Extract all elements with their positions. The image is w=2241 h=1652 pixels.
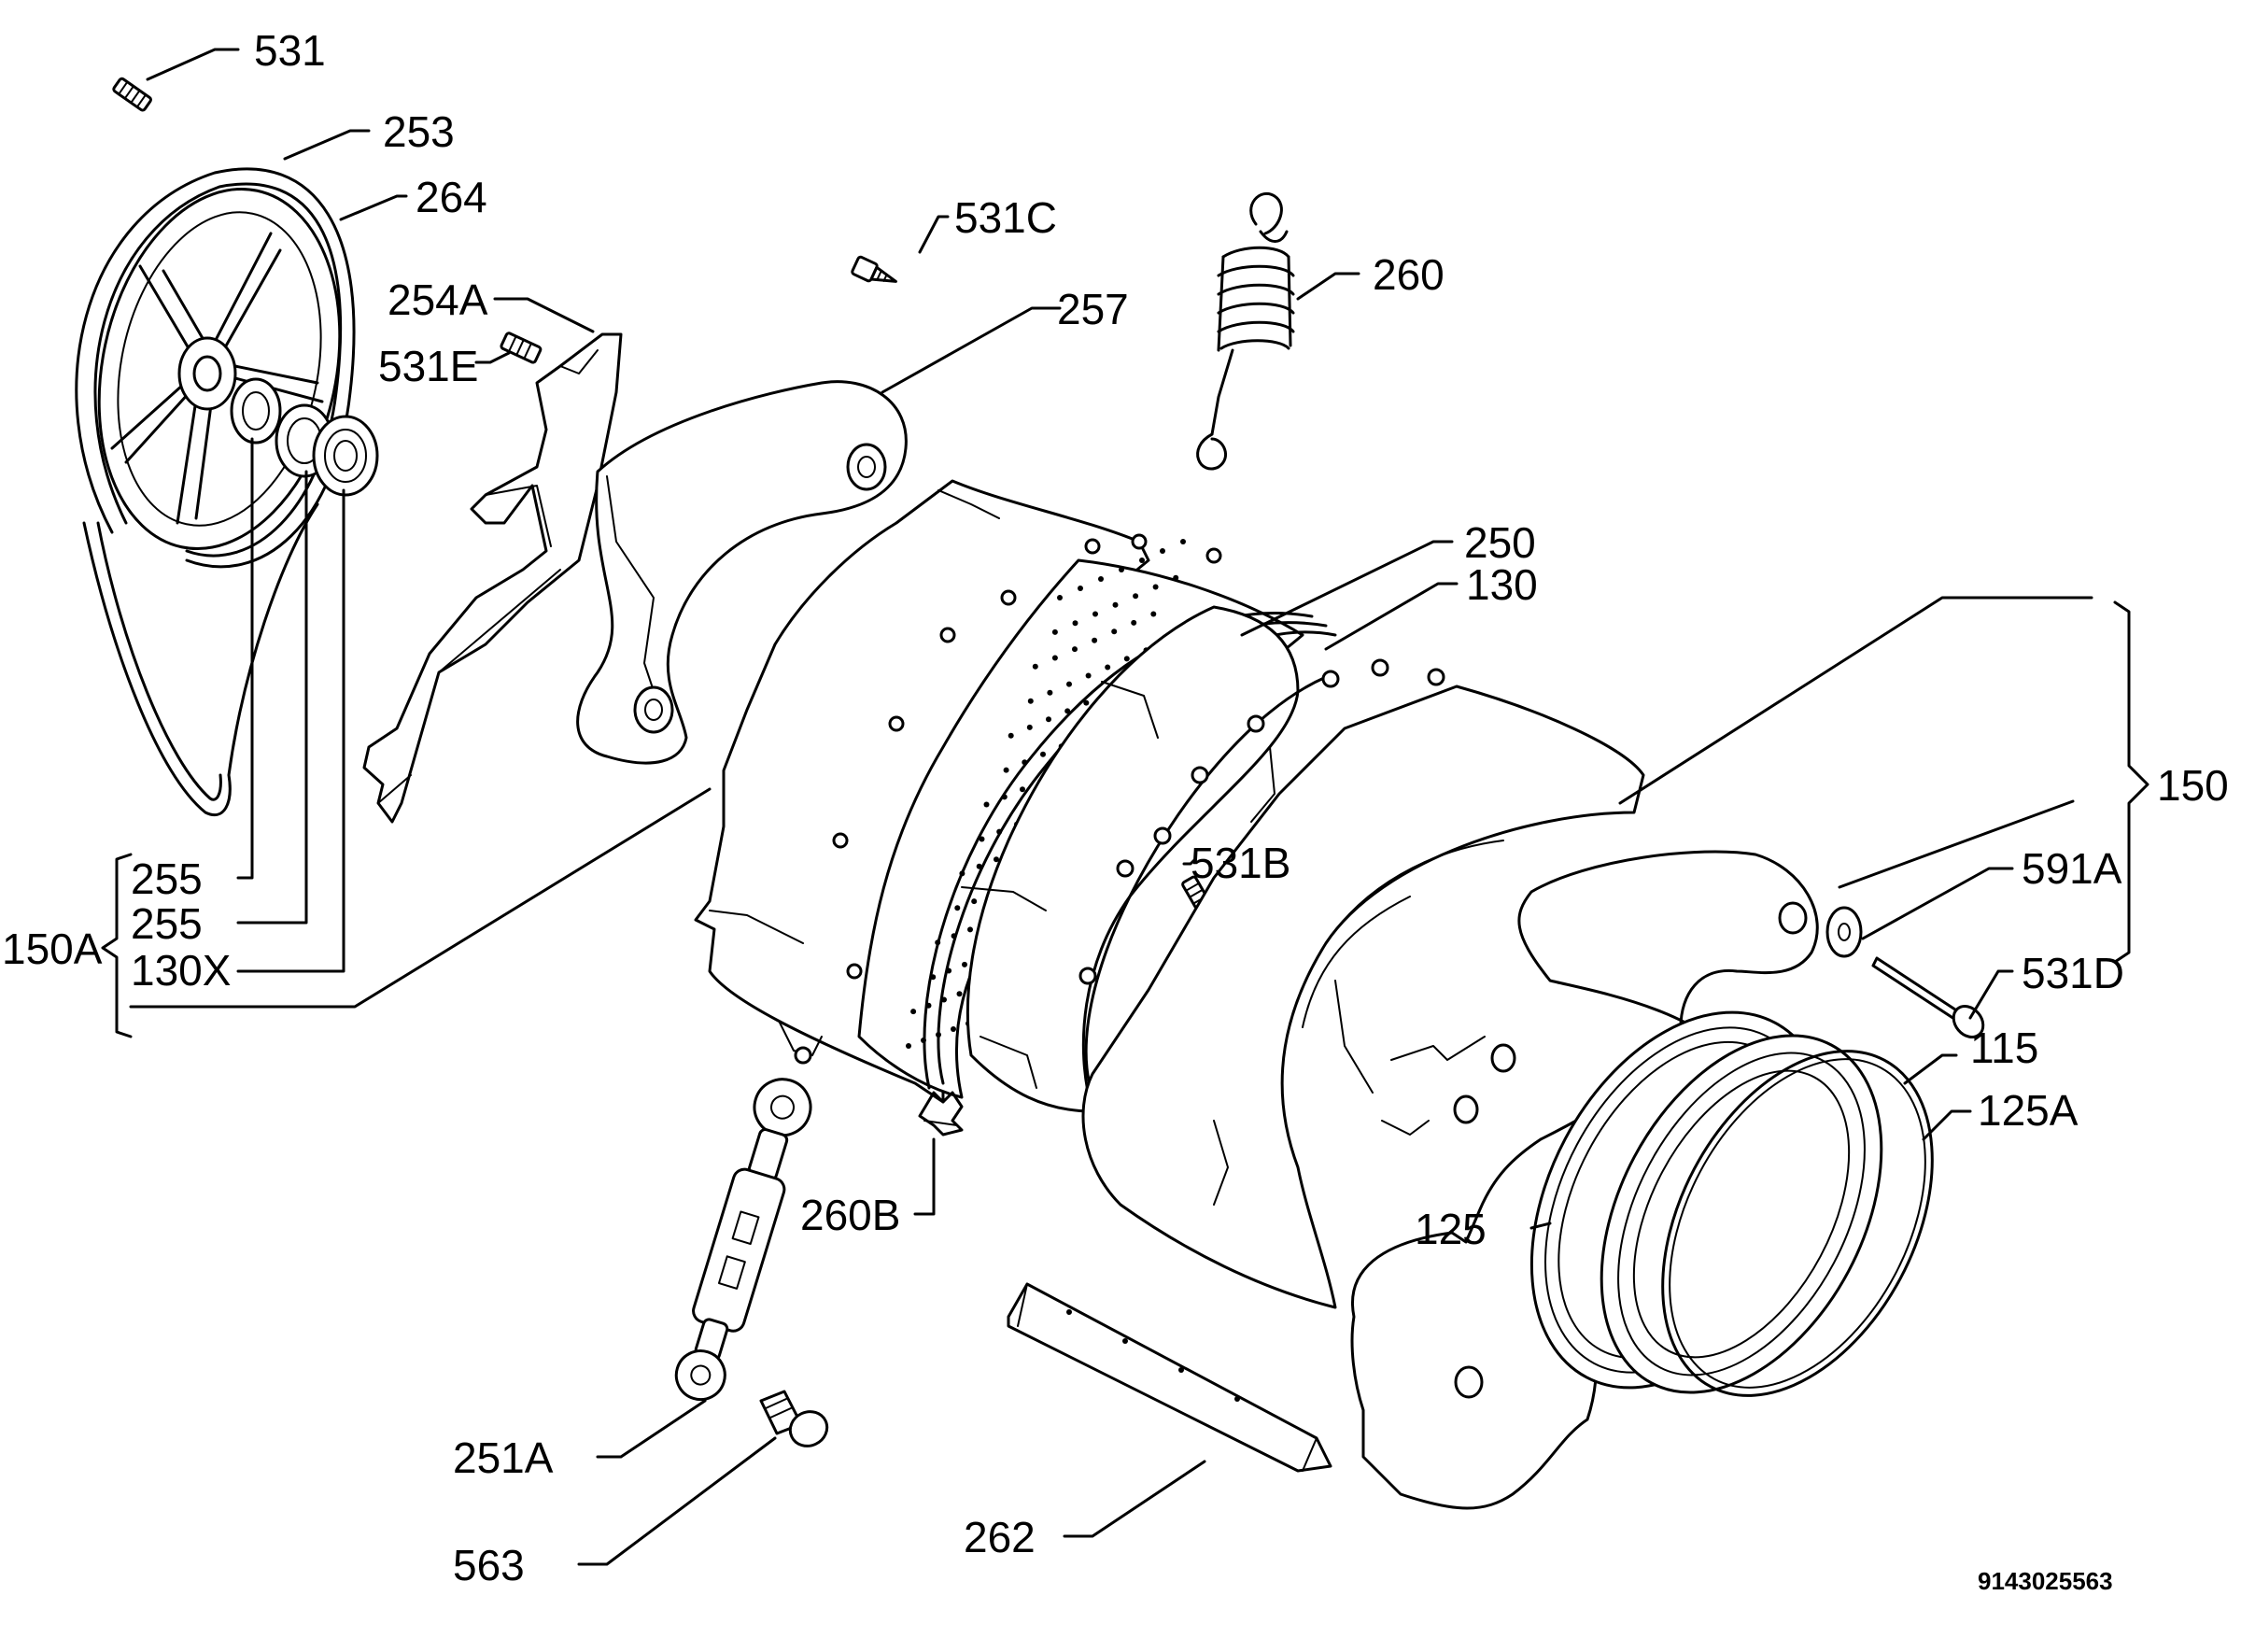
label-150: 150 bbox=[2157, 761, 2229, 810]
screw-531e bbox=[500, 332, 543, 364]
label-531d: 531D bbox=[2022, 949, 2124, 997]
label-250: 250 bbox=[1464, 518, 1536, 567]
label-125: 125 bbox=[1415, 1205, 1487, 1253]
drive-belt-264 bbox=[82, 502, 319, 816]
label-260: 260 bbox=[1373, 250, 1445, 299]
label-260b: 260B bbox=[800, 1191, 900, 1239]
label-264: 264 bbox=[416, 173, 487, 221]
spring-260 bbox=[1196, 191, 1295, 471]
label-563: 563 bbox=[453, 1541, 525, 1589]
label-255-second: 255 bbox=[131, 899, 203, 948]
label-254a: 254A bbox=[388, 275, 488, 324]
bolt-531d bbox=[1871, 956, 1985, 1038]
clip-260b bbox=[918, 1091, 964, 1137]
label-130x: 130X bbox=[131, 946, 231, 995]
clamp-ring-125a bbox=[1661, 1050, 1934, 1397]
label-531c: 531C bbox=[954, 193, 1057, 242]
drum-lifter-262 bbox=[1007, 1282, 1332, 1473]
bolt-563 bbox=[759, 1390, 829, 1447]
front-tub-bolt-ring bbox=[1078, 658, 1445, 1113]
label-531b: 531B bbox=[1191, 839, 1290, 887]
label-130: 130 bbox=[1466, 560, 1538, 609]
shock-absorber-251a bbox=[674, 1078, 812, 1402]
label-251a: 251A bbox=[453, 1433, 554, 1482]
label-125a: 125A bbox=[1978, 1086, 2079, 1135]
screw-531 bbox=[112, 77, 152, 112]
callout-labels: 531 253 264 531C 260 254A 531E 257 250 1… bbox=[2, 26, 2229, 1595]
label-591a: 591A bbox=[2022, 844, 2122, 893]
drawing-code: 9143025563 bbox=[1978, 1567, 2113, 1595]
label-531e: 531E bbox=[378, 342, 478, 390]
washer-591a bbox=[1825, 906, 1863, 958]
label-115: 115 bbox=[1970, 1024, 2038, 1072]
label-531: 531 bbox=[254, 26, 326, 75]
counterweight-257 bbox=[576, 380, 908, 765]
pulley-wheel-253 bbox=[75, 167, 356, 569]
drum-spider-254a bbox=[362, 332, 623, 824]
bearing-130x bbox=[312, 415, 379, 497]
screw-531c bbox=[851, 255, 897, 283]
label-150a: 150A bbox=[2, 925, 103, 973]
leader-lines bbox=[101, 48, 2149, 1566]
label-253: 253 bbox=[383, 107, 455, 156]
label-257: 257 bbox=[1057, 285, 1129, 333]
seal-255 bbox=[230, 377, 282, 445]
front-tub-shell-150 bbox=[1081, 685, 1645, 1309]
label-262: 262 bbox=[964, 1513, 1036, 1561]
label-255-first: 255 bbox=[131, 854, 203, 903]
